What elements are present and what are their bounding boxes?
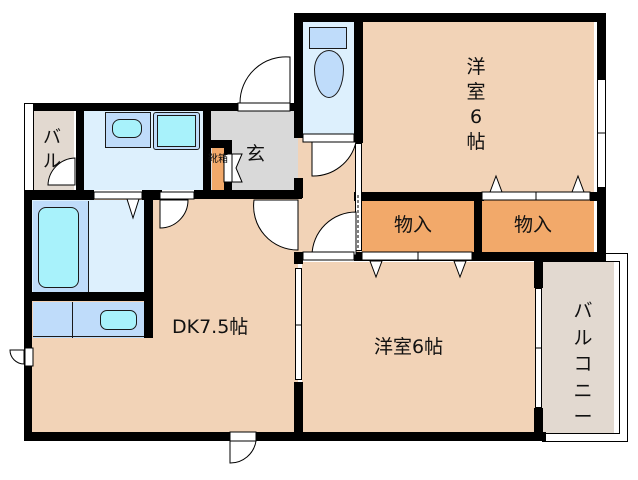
balcony-west-outline — [24, 103, 34, 191]
western-room-south-floor — [302, 262, 536, 434]
toilet-bowl — [314, 50, 344, 98]
wall — [534, 258, 543, 288]
wall — [590, 192, 606, 201]
balcony-east-outline — [542, 253, 628, 442]
window-south-room-west — [295, 268, 302, 380]
closet-1-floor — [362, 200, 474, 252]
toilet-tank — [309, 27, 347, 49]
wall — [597, 13, 606, 79]
washing-machine-icon — [157, 115, 196, 147]
wall — [354, 252, 606, 261]
label-char: 洋 — [466, 56, 486, 78]
shoe-box-label: 靴箱 — [208, 154, 228, 165]
wall — [534, 408, 543, 440]
western-room-north-label: 洋 室 6 帖 — [464, 55, 488, 155]
label-char: 6 — [469, 106, 483, 129]
wall — [294, 382, 303, 434]
wall — [294, 13, 606, 22]
vanity-divider — [72, 302, 73, 338]
balcony-east-label: バルコニー — [573, 300, 593, 429]
wall — [203, 110, 211, 192]
wall — [144, 190, 153, 338]
label-char: 帖 — [466, 131, 486, 154]
washbasin-icon — [112, 119, 142, 138]
western-room-south-label: 洋室6帖 — [374, 336, 444, 358]
wall — [256, 432, 546, 441]
wall — [474, 192, 482, 254]
wall — [354, 192, 484, 201]
vanity-bottom-line — [33, 336, 144, 337]
wall — [354, 13, 363, 143]
wall — [294, 13, 303, 138]
wall — [597, 188, 606, 258]
wall — [32, 292, 146, 301]
western-room-north-floor — [362, 22, 594, 192]
shoe-box — [212, 148, 224, 190]
dining-kitchen-label: DK7.5帖 — [172, 316, 249, 338]
wall — [24, 190, 32, 435]
entrance-label: 玄 — [246, 143, 266, 165]
wall — [194, 190, 302, 199]
bathtub-icon — [38, 207, 79, 288]
balcony-west-label: バル — [43, 127, 61, 172]
closet-2-label: 物入 — [514, 214, 553, 236]
closet-1-label: 物入 — [394, 214, 433, 236]
wall — [294, 252, 303, 264]
wall — [210, 140, 232, 148]
wall — [28, 103, 238, 111]
kitchen-sink-icon — [100, 310, 137, 330]
wall — [24, 190, 94, 200]
wall — [76, 110, 84, 190]
closet-2-floor — [482, 200, 594, 252]
wall — [24, 432, 230, 441]
wall — [294, 178, 303, 198]
balcony-east-floor — [542, 262, 614, 434]
balcony-east-inner — [542, 261, 620, 434]
label-char: 室 — [466, 81, 486, 104]
